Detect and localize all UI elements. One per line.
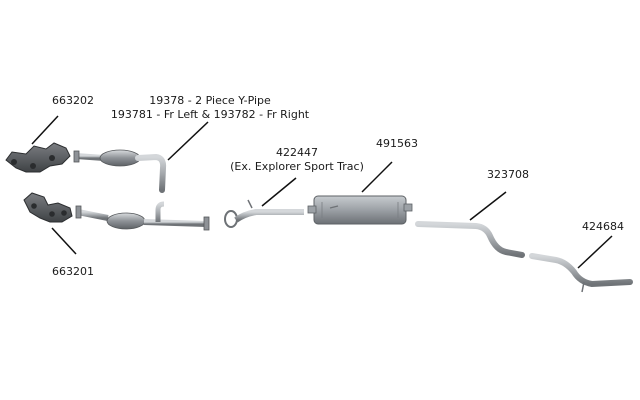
intermediate-pipe-part-number: 422447 xyxy=(276,146,318,159)
y-pipe-part-number: 19378 - 2 Piece Y-Pipe xyxy=(149,94,271,107)
exhaust-manifold-upper xyxy=(5,142,71,173)
leader-663201 xyxy=(51,227,77,255)
leader-lines xyxy=(31,115,613,269)
part-label-424684: 424684 xyxy=(582,220,624,233)
y-pipe-lower xyxy=(75,201,210,231)
leader-422447 xyxy=(261,177,297,207)
exhaust-manifold-lower xyxy=(23,192,73,223)
tail-extension xyxy=(529,253,633,293)
part-label-663202: 663202 xyxy=(52,94,94,107)
leader-y-pipe xyxy=(167,121,209,161)
part-label-491563: 491563 xyxy=(376,137,418,150)
leader-491563 xyxy=(361,161,393,193)
intermediate-pipe xyxy=(224,199,304,228)
part-label-663201: 663201 xyxy=(52,265,94,278)
leader-663202 xyxy=(31,115,59,145)
part-label-323708: 323708 xyxy=(487,168,529,181)
part-label-422447: 422447 (Ex. Explorer Sport Trac) xyxy=(230,146,364,174)
part-label-y-pipe: 19378 - 2 Piece Y-Pipe 193781 - Fr Left … xyxy=(111,94,309,122)
y-pipe-upper xyxy=(73,149,167,193)
muffler xyxy=(307,195,413,225)
leader-424684 xyxy=(577,235,613,269)
intermediate-pipe-detail: (Ex. Explorer Sport Trac) xyxy=(230,160,364,173)
tailpipe xyxy=(415,221,525,258)
leader-323708 xyxy=(469,191,507,221)
y-pipe-detail: 193781 - Fr Left & 193782 - Fr Right xyxy=(110,108,310,121)
